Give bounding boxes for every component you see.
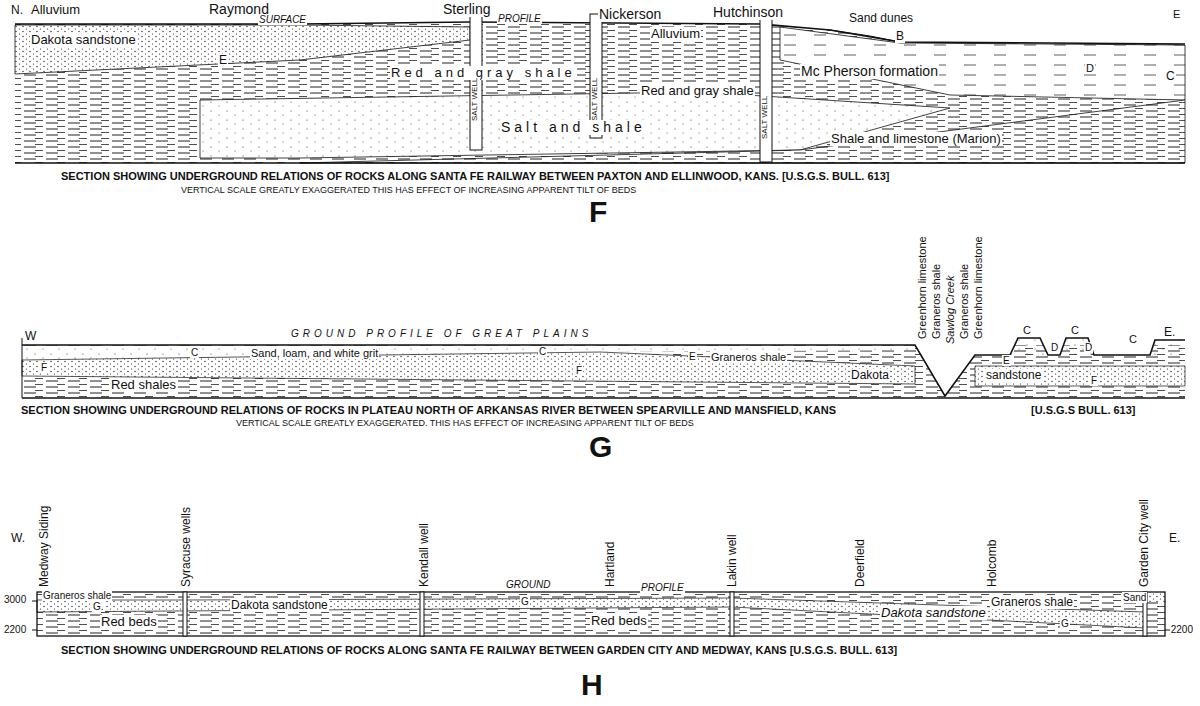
rock-label: SECTION SHOWING UNDERGROUND RELATIONS OF… bbox=[60, 644, 898, 656]
well-label: Garden City well bbox=[1138, 498, 1151, 588]
rock-label: Red shales bbox=[110, 378, 177, 392]
rock-label: C bbox=[1128, 333, 1138, 345]
section-f bbox=[15, 14, 1185, 163]
rock-label: N. bbox=[10, 4, 24, 17]
rock-label: 2200 bbox=[1170, 624, 1194, 635]
section-letter: G bbox=[588, 430, 613, 463]
rock-label: E bbox=[1002, 355, 1011, 366]
well-label: Greenhorn limestone bbox=[972, 235, 984, 340]
rock-label: Alluvium bbox=[650, 27, 701, 41]
rock-label: 3000 bbox=[3, 594, 27, 605]
rock-label: PROFILE bbox=[497, 13, 542, 24]
rock-label: Shale and limestone (Marion) bbox=[830, 132, 1002, 146]
rock-label: PROFILE bbox=[640, 582, 685, 593]
rock-label: Salt and shale bbox=[500, 120, 647, 135]
rock-label: Sterling bbox=[442, 2, 491, 17]
rock-label: F bbox=[1090, 375, 1098, 386]
rock-label: E bbox=[688, 351, 697, 362]
rock-label: Alluvium bbox=[30, 3, 81, 17]
rock-label: F bbox=[575, 365, 583, 376]
rock-label: Red and gray shale bbox=[640, 84, 755, 98]
rock-label: G bbox=[520, 596, 530, 607]
rock-label: C bbox=[1165, 70, 1176, 83]
rock-label: W bbox=[24, 330, 37, 343]
rock-label: Hutchinson bbox=[712, 5, 784, 20]
rock-label: C bbox=[190, 347, 199, 358]
well-label: Hartland bbox=[604, 541, 617, 588]
well-label: Syracuse wells bbox=[180, 506, 193, 588]
well-label: SALT WELL bbox=[471, 77, 480, 122]
rock-label: [U.S.G.S BULL. 613] bbox=[1030, 404, 1137, 416]
rock-label: Graneros shale bbox=[42, 590, 112, 601]
rock-label: Sand dunes bbox=[848, 12, 914, 25]
rock-label: SECTION SHOWING UNDERGROUND RELATIONS OF… bbox=[20, 404, 837, 416]
section-letter: H bbox=[580, 668, 604, 701]
well-label: Holcomb bbox=[986, 539, 999, 588]
well-label: Lakin well bbox=[726, 533, 739, 588]
rock-label: VERTICAL SCALE GREATLY EXAGGERATED. THIS… bbox=[235, 419, 695, 429]
rock-label: Red beds bbox=[100, 615, 158, 629]
rock-label: E. bbox=[1168, 532, 1181, 545]
rock-label: D bbox=[1084, 342, 1093, 353]
rock-label: Graneros shale bbox=[990, 596, 1074, 609]
well-label: Medway Siding bbox=[38, 505, 51, 588]
rock-label: F bbox=[40, 362, 48, 373]
rock-label: C bbox=[1022, 324, 1032, 336]
rock-label: Dakota sandstone bbox=[230, 599, 329, 612]
well-label: Sawlog Creek bbox=[944, 275, 956, 345]
well-label: SALT WELL bbox=[591, 77, 600, 122]
well-label: Deerfield bbox=[854, 538, 867, 588]
rock-label: Sand bbox=[1122, 592, 1147, 603]
rock-label: E bbox=[1172, 8, 1181, 20]
rock-label: Dakota bbox=[850, 369, 890, 382]
rock-label: GROUND PROFILE OF GREAT PLAINS bbox=[290, 328, 593, 339]
rock-label: E. bbox=[1163, 326, 1176, 339]
section-g bbox=[22, 338, 1185, 398]
rock-label: 2200 bbox=[3, 624, 27, 635]
rock-label: C bbox=[1070, 324, 1080, 336]
well-label: SALT WELL bbox=[761, 95, 770, 140]
rock-label: SURFACE bbox=[258, 14, 307, 25]
rock-label: VERTICAL SCALE GREATLY EXAGGERATED THIS … bbox=[180, 186, 637, 196]
rock-label: B bbox=[895, 30, 905, 43]
rock-label: Red and gray shale bbox=[390, 66, 577, 80]
rock-label: C bbox=[538, 346, 547, 357]
rock-label: SECTION SHOWING UNDERGROUND RELATIONS OF… bbox=[60, 170, 891, 182]
rock-label: Sand, loam, and white grit bbox=[250, 347, 379, 359]
section-letter: F bbox=[588, 195, 608, 228]
rock-label: Nickerson bbox=[598, 7, 662, 22]
rock-label: E bbox=[218, 54, 228, 67]
rock-label: Dakota sandstone bbox=[880, 606, 987, 620]
rock-label: D bbox=[1085, 62, 1095, 74]
rock-label: Graneros shale bbox=[710, 351, 787, 363]
rock-label: GROUND bbox=[505, 579, 551, 590]
rock-label: Mc Pherson formation bbox=[800, 64, 939, 79]
well-label: Graneros shale bbox=[958, 263, 970, 340]
rock-label: D bbox=[1050, 342, 1059, 353]
rock-label: G. bbox=[92, 601, 105, 612]
rock-label: W. bbox=[10, 532, 26, 545]
rock-label: Red beds bbox=[590, 614, 648, 628]
well-label: Graneros shale bbox=[930, 263, 942, 340]
well-label: Kendall well bbox=[418, 522, 431, 588]
rock-label: sandstone bbox=[985, 369, 1042, 382]
well-label: Greenhorn limestone bbox=[916, 235, 928, 340]
rock-label: G bbox=[1060, 618, 1070, 629]
section-h bbox=[32, 592, 1170, 636]
rock-label: Dakota sandstone bbox=[30, 33, 137, 47]
